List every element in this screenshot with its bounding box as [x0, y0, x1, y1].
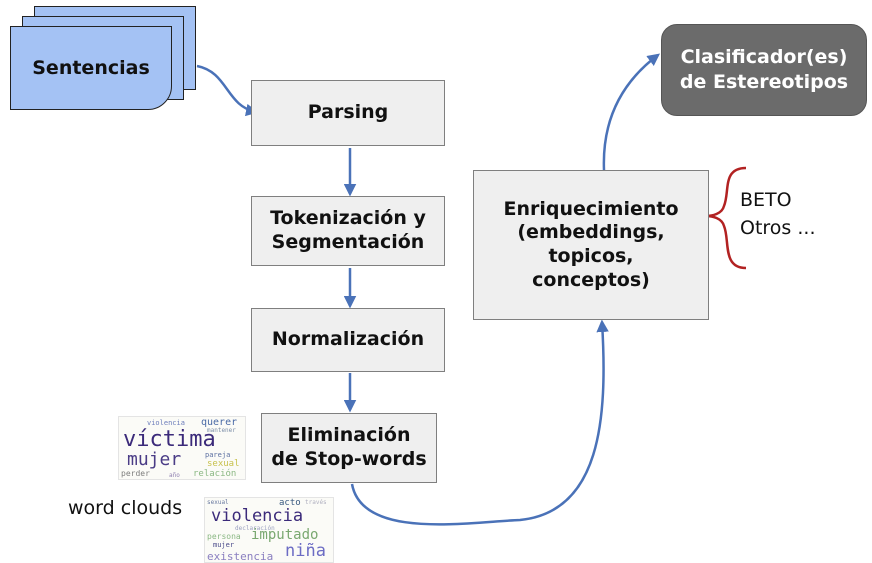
cloud-word: mujer [213, 541, 235, 549]
cloud-word: violencia [211, 506, 304, 526]
step-normalizacion: Normalización [251, 308, 445, 372]
clasificador-box: Clasificador(es) de Estereotipos [661, 24, 867, 116]
document-sheet-front: Sentencias [10, 26, 172, 110]
word-cloud-2: sexual acto través violencia declaración… [204, 497, 334, 563]
cloud-word: través [305, 499, 327, 506]
cloud-word: declaración [235, 525, 275, 532]
option-beto: BETO [740, 189, 792, 211]
step-tokenizacion: Tokenización y Segmentación [251, 196, 445, 266]
cloud-word: relación [193, 469, 237, 479]
cloud-word: mantener [207, 427, 236, 434]
cloud-word: perder [121, 469, 150, 478]
cloud-word: existencia [207, 550, 274, 563]
cloud-word: pareja [205, 451, 231, 459]
word-clouds-label: word clouds [68, 497, 183, 519]
step-enriquecimiento: Enriquecimiento (embeddings, topicos, co… [473, 170, 709, 320]
cloud-word: imputado [251, 527, 319, 543]
step-parsing: Parsing [251, 80, 445, 146]
cloud-word: año [169, 472, 180, 479]
cloud-word: violencia [147, 419, 185, 427]
sentencias-label: Sentencias [32, 57, 150, 79]
arrow-sentencias-to-parsing [196, 64, 259, 117]
step-stopwords: Eliminación de Stop-words [261, 413, 437, 483]
cloud-word: querer [201, 417, 238, 428]
cloud-word: sexual [207, 459, 240, 469]
cloud-word: víctima [123, 427, 216, 452]
word-cloud-1: violencia querer mantener víctima mujer … [118, 416, 246, 480]
cloud-word: persona [207, 532, 241, 541]
option-otros: Otros ... [740, 217, 816, 239]
cloud-word: niña [285, 541, 326, 561]
cloud-word: mujer [127, 449, 182, 470]
arrow-enriquecimiento-to-clasificador [602, 53, 660, 171]
cloud-word: acto [279, 498, 301, 508]
sentencias-document-stack: Sentencias [10, 6, 200, 114]
cloud-word: sexual [207, 499, 229, 506]
arrow-stopwords-to-enriquecimiento [350, 319, 609, 526]
